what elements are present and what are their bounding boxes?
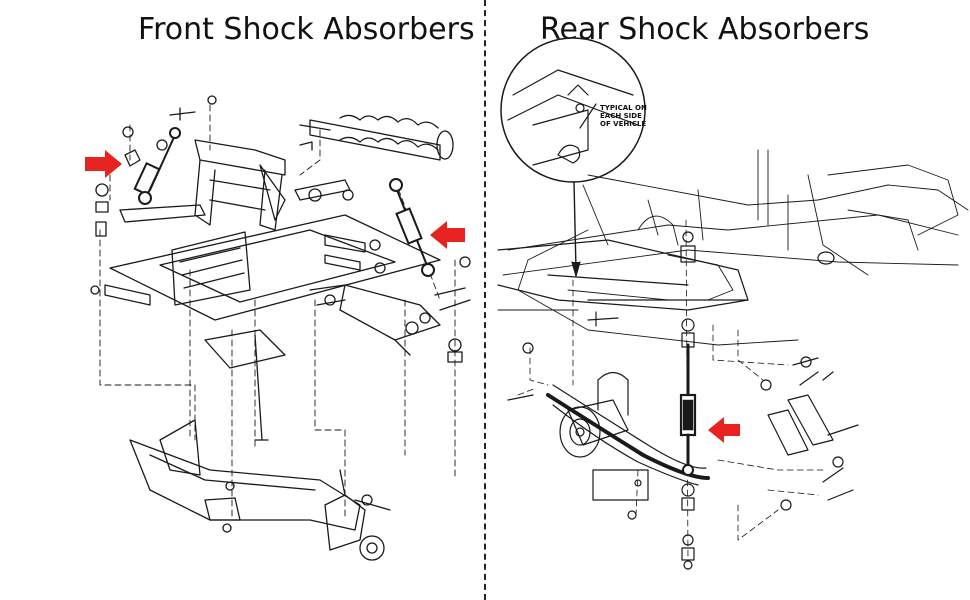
- callout-note: TYPICAL ON EACH SIDE OF VEHICLE: [600, 104, 660, 128]
- front-arrows: [85, 150, 465, 249]
- rear-arrow: [708, 417, 740, 443]
- callout-line-2: EACH SIDE: [600, 112, 642, 120]
- front-shock-title: Front Shock Absorbers: [138, 12, 475, 47]
- callout-line-1: TYPICAL ON: [600, 104, 647, 112]
- panel-divider: [484, 0, 486, 600]
- rear-suspension-diagram: [497, 37, 969, 570]
- front-suspension-diagram: [85, 95, 471, 561]
- callout-line-3: OF VEHICLE: [600, 120, 647, 128]
